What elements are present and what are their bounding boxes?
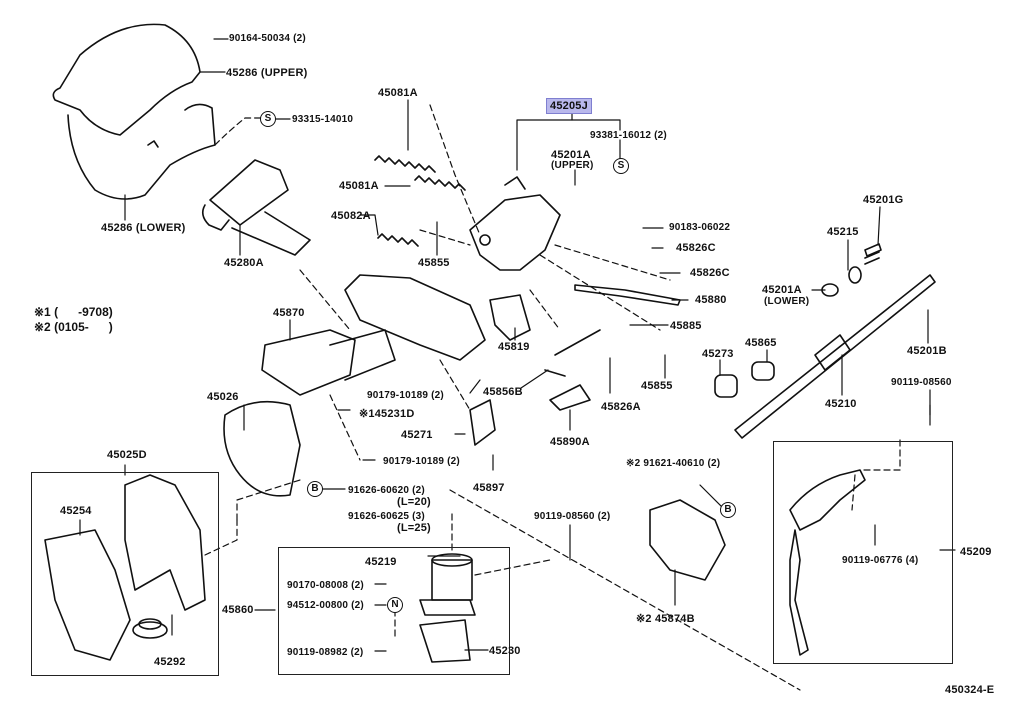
notes-legend: ※1 ( -9708) ※2 (0105- ): [34, 305, 113, 335]
part-label-45870[interactable]: 45870: [273, 307, 305, 319]
spring-45081A-top[interactable]: [374, 155, 436, 173]
part-label-90119-06776[interactable]: 90119-06776 (4): [842, 555, 919, 566]
part-label-45025D[interactable]: 45025D: [107, 449, 147, 461]
lever-parts[interactable]: [469, 284, 681, 446]
part-label-91626-60625[interactable]: 91626-60625 (3): [348, 511, 425, 522]
part-label-45826C[interactable]: 45826C: [690, 267, 730, 279]
part-label-45254[interactable]: 45254: [60, 505, 92, 517]
part-label-94512-00800[interactable]: 94512-00800 (2): [287, 600, 364, 611]
part-label-45081A[interactable]: 45081A: [378, 87, 418, 99]
part-label-91626-60625-length: (L=25): [397, 522, 431, 534]
part-label-45855[interactable]: 45855: [418, 257, 450, 269]
part-label-91621-40610[interactable]: ※2 91621-40610 (2): [626, 458, 721, 469]
spring-45081A-mid[interactable]: [414, 175, 466, 191]
spring-45082A[interactable]: [377, 233, 419, 247]
part-label-90179-10189[interactable]: 90179-10189 (2): [383, 456, 460, 467]
main-shaft-part[interactable]: [734, 274, 936, 439]
part-label-45201A-upper-sub: (UPPER): [551, 160, 594, 171]
callout-b-icon: B: [307, 481, 323, 497]
part-label-45860[interactable]: 45860: [222, 604, 254, 616]
part-label-45292[interactable]: 45292: [154, 656, 186, 668]
part-label-90119-08560[interactable]: 90119-08560 (2): [534, 511, 611, 522]
part-label-45855[interactable]: 45855: [641, 380, 673, 392]
part-label-93381-16012[interactable]: 93381-16012 (2): [590, 130, 667, 141]
leader-lines: [79, 38, 956, 652]
part-label-90170-08008[interactable]: 90170-08008 (2): [287, 580, 364, 591]
part-label-90164-50034[interactable]: 90164-50034 (2): [229, 33, 306, 44]
part-label-90183-06022[interactable]: 90183-06022: [669, 222, 731, 233]
part-label-45897[interactable]: 45897: [473, 482, 505, 494]
callout-s-icon: S: [613, 158, 629, 174]
part-label-45215[interactable]: 45215: [827, 226, 859, 238]
part-label-45273[interactable]: 45273: [702, 348, 734, 360]
part-label-45026[interactable]: 45026: [207, 391, 239, 403]
part-label-45201A-lower[interactable]: 45201A: [762, 284, 802, 296]
diagram-code: 450324-E: [945, 684, 995, 696]
callout-s-icon: S: [260, 111, 276, 127]
lower-cover-part[interactable]: [649, 499, 726, 581]
kit-box-45025D: [31, 472, 219, 676]
part-label-91626-60620[interactable]: 91626-60620 (2): [348, 485, 425, 496]
part-label-45209[interactable]: 45209: [960, 546, 992, 558]
cover-seal-part[interactable]: [44, 474, 206, 661]
callout-b-icon: B: [720, 502, 736, 518]
part-label-90119-08560[interactable]: 90119-08560: [891, 377, 952, 388]
part-label-45885[interactable]: 45885: [670, 320, 702, 332]
part-label-45280A[interactable]: 45280A: [224, 257, 264, 269]
column-cover-part[interactable]: [52, 23, 216, 200]
part-label-45874B[interactable]: ※2 45874B: [636, 613, 695, 625]
part-label-45826C[interactable]: 45826C: [676, 242, 716, 254]
part-label-45271[interactable]: 45271: [401, 429, 433, 441]
part-label-45201A-upper[interactable]: 45201A: [551, 149, 591, 161]
tilt-bracket-part[interactable]: [469, 176, 561, 271]
actuator-part[interactable]: [419, 553, 476, 663]
part-label-45819[interactable]: 45819: [498, 341, 530, 353]
part-label-90179-10189[interactable]: 90179-10189 (2): [367, 390, 444, 401]
column-tube-part[interactable]: [261, 274, 486, 396]
part-label-45201A-lower-sub: (LOWER): [764, 296, 810, 307]
kit-box-45209: [773, 441, 953, 664]
part-label-45286-lower[interactable]: 45286 (LOWER): [101, 222, 186, 234]
part-label-45865[interactable]: 45865: [745, 337, 777, 349]
bushing-parts[interactable]: [714, 243, 882, 398]
part-label-45286-upper[interactable]: 45286 (UPPER): [226, 67, 308, 79]
part-label-45201B[interactable]: 45201B: [907, 345, 947, 357]
note-2: ※2 (0105- ): [34, 320, 113, 334]
dust-boot-part[interactable]: [223, 400, 301, 497]
part-label-91626-60620-length: (L=20): [397, 496, 431, 508]
part-label-45230[interactable]: 45230: [489, 645, 521, 657]
kit-box-45860: [278, 547, 510, 675]
note-1: ※1 ( -9708): [34, 305, 113, 319]
lock-housing-part[interactable]: [201, 159, 311, 256]
part-label-45219[interactable]: 45219: [365, 556, 397, 568]
assembly-guide-lines: [204, 104, 901, 691]
callout-n-icon: N: [387, 597, 403, 613]
part-label-145231D[interactable]: ※145231D: [359, 408, 415, 420]
part-label-45201G[interactable]: 45201G: [863, 194, 904, 206]
part-label-45890A[interactable]: 45890A: [550, 436, 590, 448]
part-label-93315-14010[interactable]: 93315-14010: [292, 114, 354, 125]
part-label-90119-08982[interactable]: 90119-08982 (2): [287, 647, 364, 658]
part-label-45081A[interactable]: 45081A: [339, 180, 379, 192]
part-label-45880[interactable]: 45880: [695, 294, 727, 306]
part-label-45205J-highlighted[interactable]: 45205J: [546, 98, 592, 114]
part-label-45826A[interactable]: 45826A: [601, 401, 641, 413]
intermediate-shaft-part[interactable]: [789, 469, 866, 656]
part-label-45082A[interactable]: 45082A: [331, 210, 371, 222]
part-label-45210[interactable]: 45210: [825, 398, 857, 410]
part-label-45856B[interactable]: 45856B: [483, 386, 523, 398]
